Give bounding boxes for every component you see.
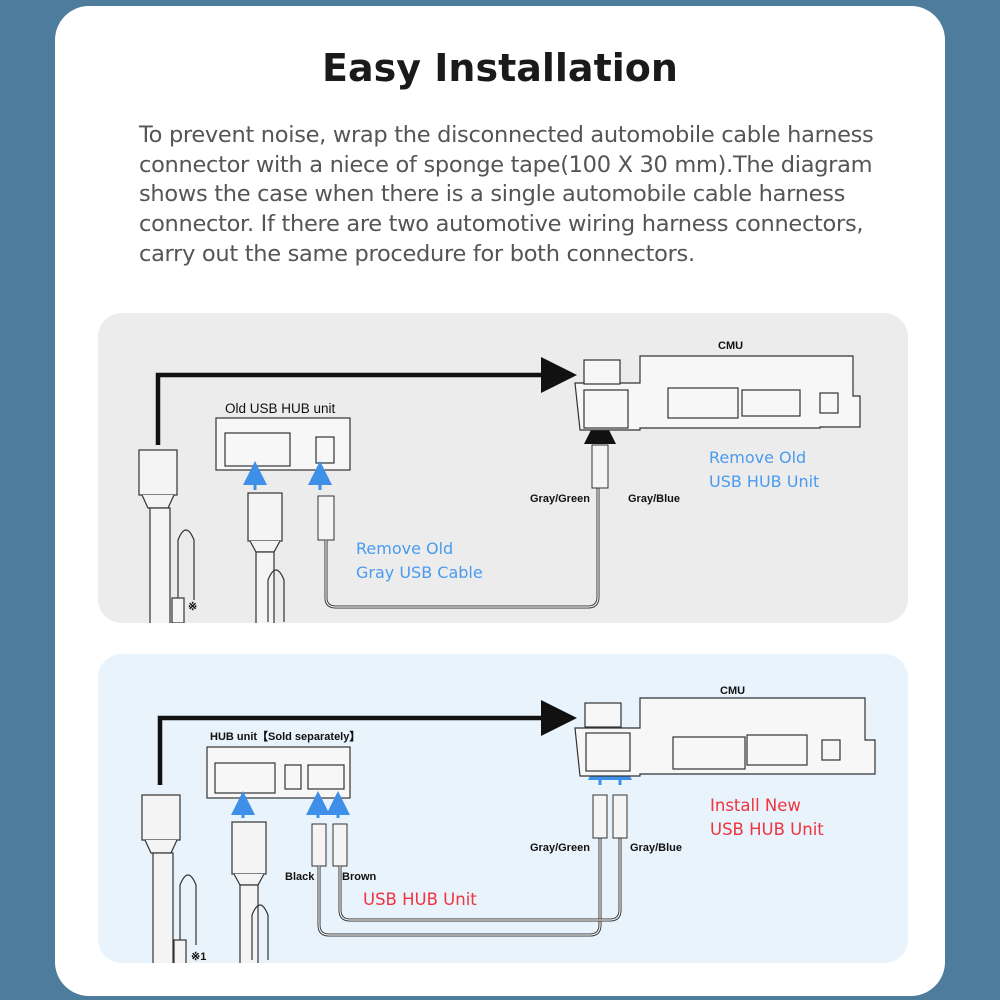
install-hub-note-line2: USB HUB Unit xyxy=(710,820,824,839)
footnote-mark: ※ xyxy=(188,601,197,613)
cmu-plug-right xyxy=(612,794,628,839)
wire-label-gray-green: Gray/Green xyxy=(530,493,590,505)
description-line: connector with a niece of sponge tape(10… xyxy=(139,151,873,178)
usb-plug xyxy=(317,495,335,541)
remove-cable-note-line2: Gray USB Cable xyxy=(356,563,483,582)
cmu-plug xyxy=(591,444,609,489)
after-diagram: ※1 HUB unit【Sold separately】 xyxy=(141,685,876,963)
wire-label-black: Black xyxy=(285,871,315,883)
cmu-unit xyxy=(574,697,876,777)
description-line: connector. If there are two automotive w… xyxy=(139,211,864,238)
new-usb-hub-unit xyxy=(206,746,351,799)
wire-label-brown: Brown xyxy=(342,871,377,883)
old-usb-hub-unit xyxy=(215,417,351,471)
description: To prevent noise, wrap the disconnected … xyxy=(139,121,874,270)
install-hub-note-line1: Install New xyxy=(710,796,801,815)
wire-label-gray-blue: Gray/Blue xyxy=(628,493,680,505)
description-line: carry out the same procedure for both co… xyxy=(139,240,695,267)
footnote-mark: ※1 xyxy=(191,951,206,963)
remove-cable-note-line1: Remove Old xyxy=(356,539,453,558)
cmu-unit xyxy=(574,355,861,431)
usb-plug-brown xyxy=(332,823,348,867)
before-diagram: ※ Old USB HUB unit CMU Gray/Gr xyxy=(138,340,861,623)
cmu-label: CMU xyxy=(718,340,743,352)
wire-label-gray-green: Gray/Green xyxy=(530,842,590,854)
remove-hub-note-line2: USB HUB Unit xyxy=(709,472,819,491)
hub-harness-connector xyxy=(231,821,269,963)
remove-hub-note-line1: Remove Old xyxy=(709,448,806,467)
usb-hub-cable-note: USB HUB Unit xyxy=(363,890,477,909)
description-line: shows the case when there is a single au… xyxy=(139,181,846,208)
vehicle-harness-connector xyxy=(138,449,195,623)
vehicle-harness-connector xyxy=(141,794,197,963)
page-title: Easy Installation xyxy=(322,46,678,90)
cmu-label: CMU xyxy=(720,685,745,697)
usb-plug-black xyxy=(311,823,327,867)
wire-label-gray-blue: Gray/Blue xyxy=(630,842,682,854)
new-hub-label: HUB unit【Sold separately】 xyxy=(210,730,360,743)
cmu-plug-left xyxy=(592,794,608,839)
description-line: To prevent noise, wrap the disconnected … xyxy=(139,122,874,148)
route-arrow xyxy=(157,700,577,785)
old-hub-label: Old USB HUB unit xyxy=(225,401,336,416)
hub-harness-connector xyxy=(247,492,285,623)
route-arrow xyxy=(155,357,577,445)
